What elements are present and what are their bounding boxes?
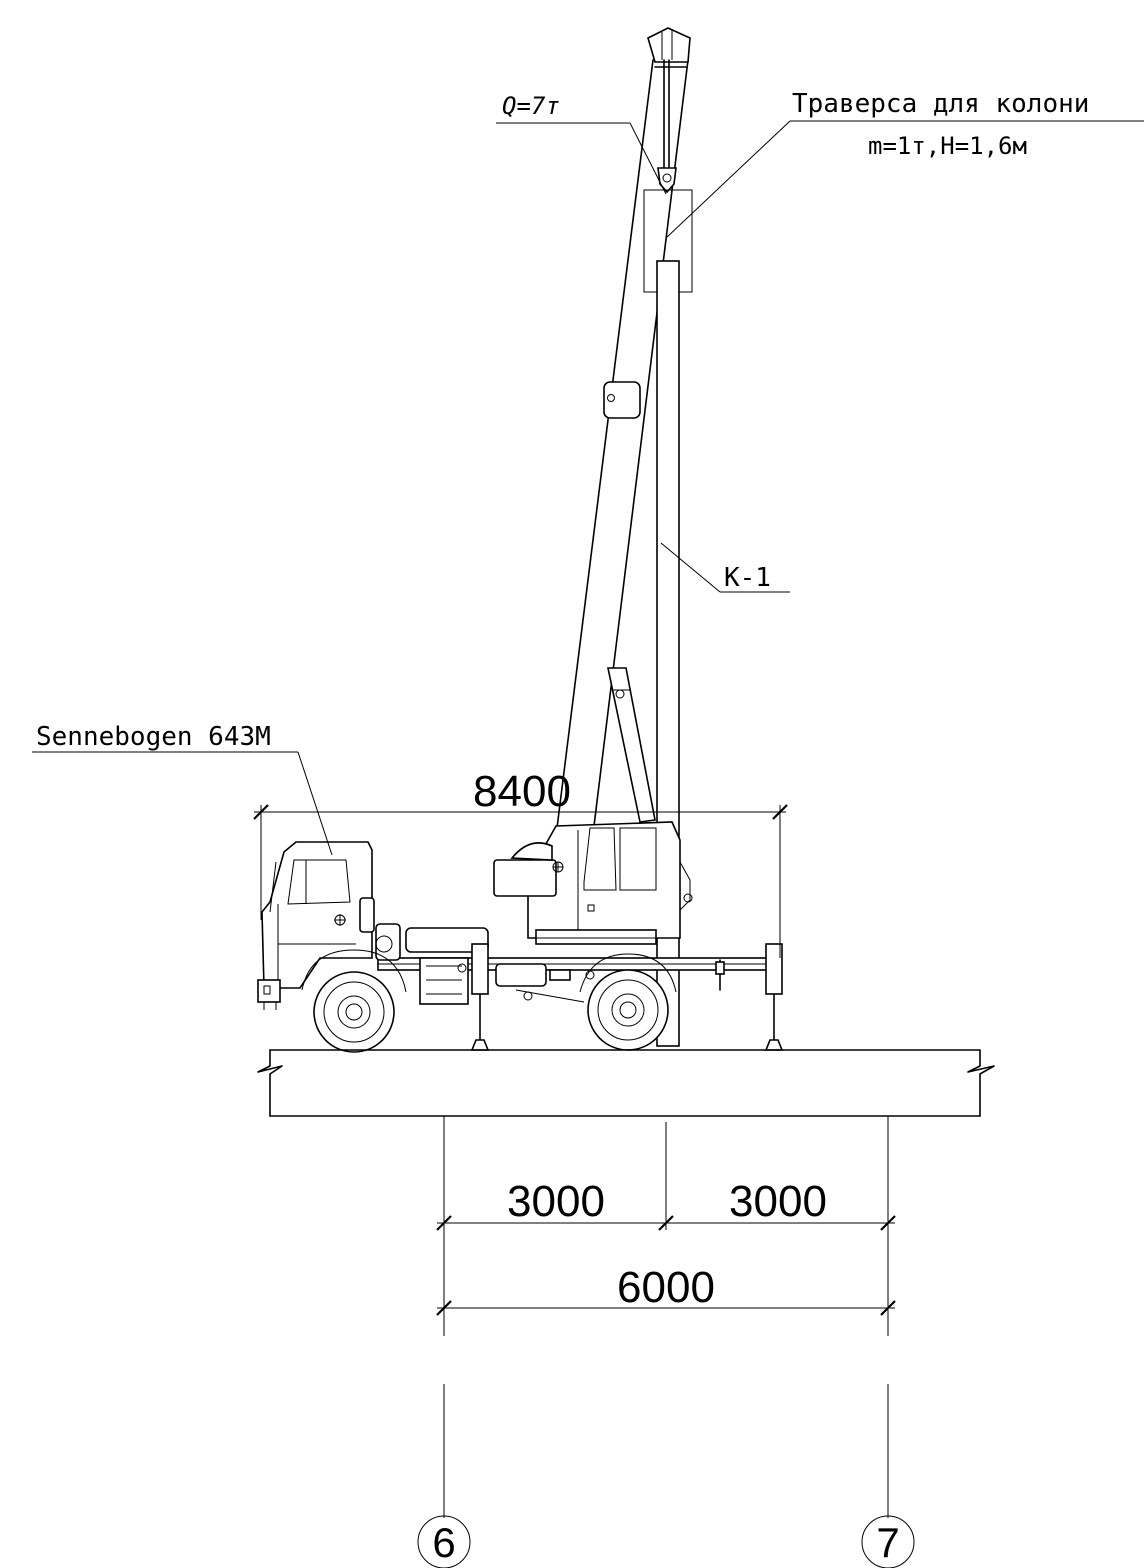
crane-boom: [555, 27, 691, 837]
dimension-span-left: 3000: [507, 1177, 605, 1226]
load-capacity-label: Q=7т: [502, 92, 560, 120]
axis-bubble-6: [417, 1515, 471, 1568]
column-mark-label: K-1: [724, 563, 771, 593]
dimension-overall-length: 8400: [473, 767, 571, 816]
leader-lines: [32, 120, 1144, 856]
axis-label-7: 7: [876, 1519, 899, 1566]
crane-truck: [257, 821, 784, 1053]
dimension-span-total: 6000: [617, 1263, 715, 1312]
ground-slab: [257, 1049, 995, 1117]
axis-bubble-7: [861, 1515, 915, 1568]
traverse-title-label: Траверса для колони: [792, 89, 1089, 119]
axis-label-6: 6: [432, 1519, 455, 1566]
dimension-lines: [253, 804, 896, 1336]
traverse-params-label: m=1т,H=1,6м: [868, 132, 1027, 160]
crane-model-label: Sennebogen 643M: [36, 722, 271, 752]
dimension-span-right: 3000: [729, 1177, 827, 1226]
grid-axes: [417, 1384, 915, 1568]
